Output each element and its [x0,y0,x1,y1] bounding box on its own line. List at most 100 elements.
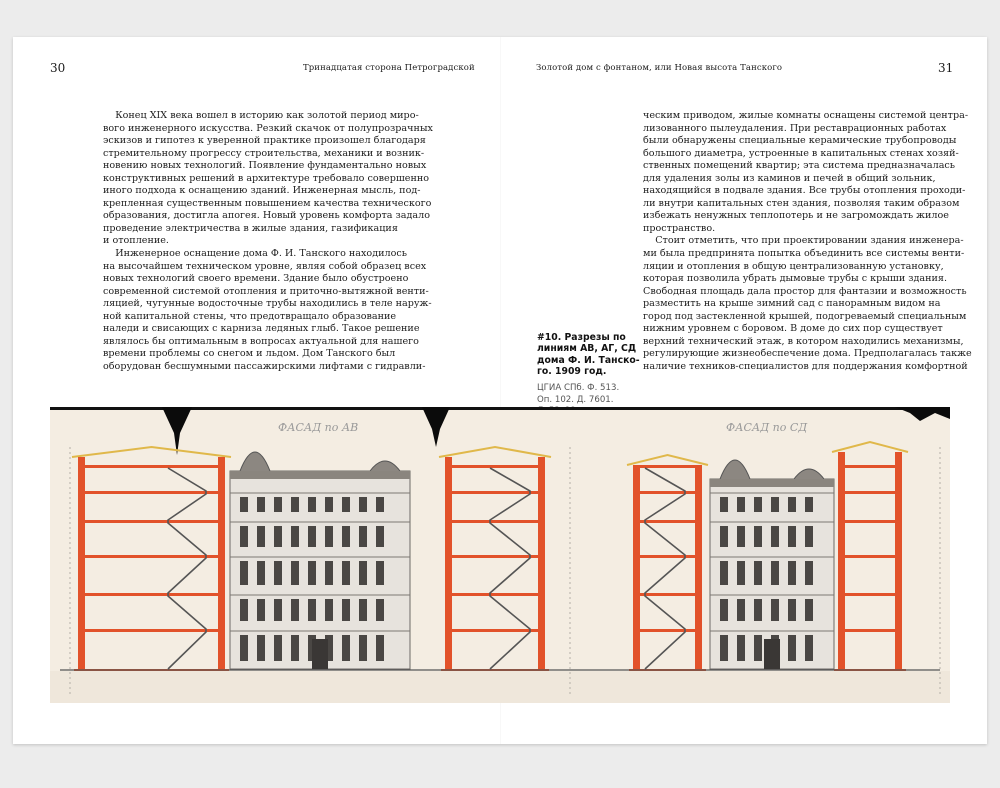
architectural-section-drawing: ФАСАД по АВ ФАСАД по СД [50,407,950,703]
section-d-floor [838,555,902,558]
section-d-floor [838,520,902,523]
left-body-line: конструктивных решений в архитектуре тре… [103,172,430,184]
right-page-number: 31 [938,61,954,75]
facade-av-window [342,497,350,512]
facade-av-window [257,561,265,585]
sheet-label-1: ФАСАД по АВ [278,421,358,434]
left-body-line: Инженерное оснащение дома Ф. И. Танского… [103,248,407,260]
facade-sd-window [754,526,762,547]
right-body-line: пространство. [643,222,716,234]
section-drawing-svg: ФАСАД по АВ ФАСАД по СД [50,407,950,703]
section-a-floor [78,629,225,632]
left-body-line: проведение электричества в жилые здания,… [103,222,398,234]
section-a-roof [71,445,232,458]
facade-sd-window [720,526,728,547]
left-running-head: Тринадцатая сторона Петроградской [303,63,475,73]
section-c-floor [633,520,702,523]
facade-av-window [342,635,350,661]
facade-av-window [325,635,333,661]
facade-av-window [291,599,299,621]
facade-sd-window [788,635,796,661]
facade-av-window [376,561,384,585]
left-body-line: времени проблемы со снегом и льдом. Дом … [103,348,396,360]
right-body-line: ми была предпринята попытка объединить в… [643,248,965,260]
left-body-line: крепленная существенным повышением качес… [103,197,432,209]
facade-av-window [240,497,248,512]
right-page-body: ческим приводом, жилые комнаты оснащены … [643,110,972,373]
section-d-wall-left [838,452,845,669]
left-body-line: вого инженерного искусства. Резкий скачо… [103,122,433,134]
facade-av-window [257,635,265,661]
right-body-line: ляции и отопления в общую централизованн… [643,260,944,272]
right-body-line: верхний технический этаж, в котором нахо… [643,335,964,347]
facade-sd-dome-right [793,468,825,480]
left-body-line: образования, достигла апогея. Новый уров… [103,210,430,222]
black-mask-left [162,407,192,455]
facade-av-dome-right [369,460,401,472]
facade-sd-window [805,561,813,585]
facade-av-window [359,561,367,585]
facade-sd-window [754,599,762,621]
section-b-floor [445,593,545,596]
section-c-wall-right [695,465,702,669]
facade-av-window [342,599,350,621]
facade-av-window [257,497,265,512]
left-body-line: эскизов и гипотез к уверенной практике п… [103,135,426,147]
facade-av-window [240,526,248,547]
section-a-floor [78,593,225,596]
right-body-line: для удаления золы из каминов и печей в о… [643,172,936,184]
facade-av-window [376,526,384,547]
section-d-floor [838,593,902,596]
left-page-body: Конец XIX века вошел в историю как золот… [103,110,433,373]
facade-sd-window [720,561,728,585]
section-a-wall-left [78,457,85,669]
facade-av-window [257,526,265,547]
facade-av-cornice [230,471,410,479]
facade-sd-entrance [764,639,780,669]
facade-av-window [359,599,367,621]
facade-sd-window [771,561,779,585]
section-c-floor [633,555,702,558]
facade-av-window [359,497,367,512]
facade-av-window [274,526,282,547]
facade-av-window [274,561,282,585]
facade-av-window [308,561,316,585]
black-mask-right [895,407,950,421]
section-a-floor [78,520,225,523]
left-body-line: ной капитальной стены, что предотвращало… [103,310,397,322]
section-d-floor [838,465,902,468]
facade-sd-window [720,599,728,621]
section-c-floor [633,629,702,632]
section-b-floor [445,520,545,523]
facade-sd-window [754,497,762,512]
sheet-label-2: ФАСАД по СД [726,421,808,434]
facade-av-window [308,497,316,512]
scan-top-edge [50,407,950,410]
facade-sd-window [737,497,745,512]
right-body-line: город под застекленной крышей, подогрева… [643,310,967,322]
facade-av-window [325,561,333,585]
right-body-line: разместить на крыше зимний сад с панорам… [643,298,941,310]
left-page-number: 30 [50,61,66,75]
facade-sd-window [720,497,728,512]
facade-av-window [325,497,333,512]
section-a-wall-right [218,457,225,669]
facade-sd-window [720,635,728,661]
facade-av-window [359,635,367,661]
section-c-stair [644,467,686,670]
facade-av-window [240,599,248,621]
right-body-line: ственных помещений квартир; эта система … [643,160,956,172]
black-mask-center [422,407,450,447]
section-c-wall-left [633,465,640,669]
facade-av-window [274,497,282,512]
facade-sd-window [737,635,745,661]
left-body-line: наледи и свисающих с карниза ледяных глы… [103,323,420,335]
facade-av-window [240,635,248,661]
facade-sd-window [805,599,813,621]
facade-av-window [376,635,384,661]
right-body-line: лизованного пылеудаления. При реставраци… [643,122,947,134]
facade-av-window [291,497,299,512]
facade-av-window [342,561,350,585]
facade-sd-window [737,561,745,585]
facade-av-window [274,599,282,621]
